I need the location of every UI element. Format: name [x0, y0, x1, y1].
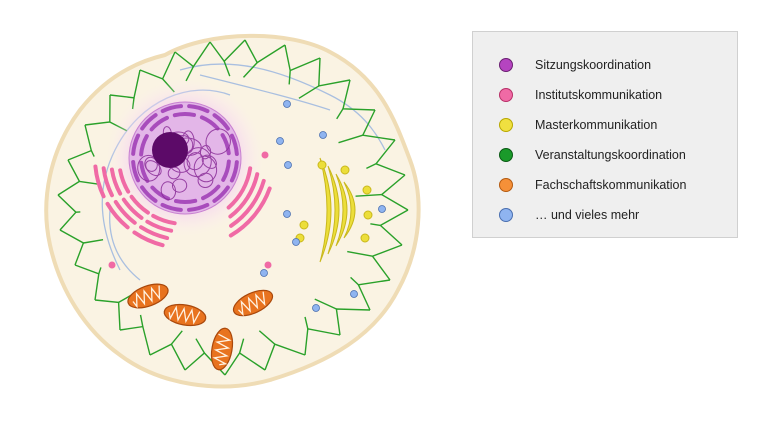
legend-item: Masterkommunikation: [499, 114, 657, 136]
endoplasmic-reticulum: [93, 151, 272, 269]
legend-label: Fachschaftskommunikation: [535, 178, 687, 192]
vesicles: [260, 100, 386, 312]
golgi-apparatus: [295, 157, 373, 263]
cytoskeleton-dot-icon: [499, 148, 513, 162]
mitochondria-dot-icon: [499, 178, 513, 192]
legend-label: Institutskommunikation: [535, 88, 663, 102]
legend-label: Veranstaltungskoordination: [535, 148, 686, 162]
legend-label: Masterkommunikation: [535, 118, 658, 132]
legend-label: Sitzungskoordination: [535, 58, 652, 72]
legend-box: Sitzungskoordination Institutskommunikat…: [472, 31, 738, 238]
legend-item: Sitzungskoordination: [499, 54, 651, 76]
legend-item: Veranstaltungskoordination: [499, 144, 686, 166]
mitochondria: [127, 283, 274, 371]
vesicle-dot-icon: [499, 208, 513, 222]
legend-item: Fachschaftskommunikation: [499, 174, 686, 196]
er-dot-icon: [499, 88, 513, 102]
nucleolus: [152, 132, 188, 168]
legend-item: … und vieles mehr: [499, 204, 639, 226]
golgi-dot-icon: [499, 118, 513, 132]
legend-item: Institutskommunikation: [499, 84, 662, 106]
nucleus: [128, 101, 242, 215]
nucleus-dot-icon: [499, 58, 513, 72]
legend-label: … und vieles mehr: [535, 208, 640, 222]
